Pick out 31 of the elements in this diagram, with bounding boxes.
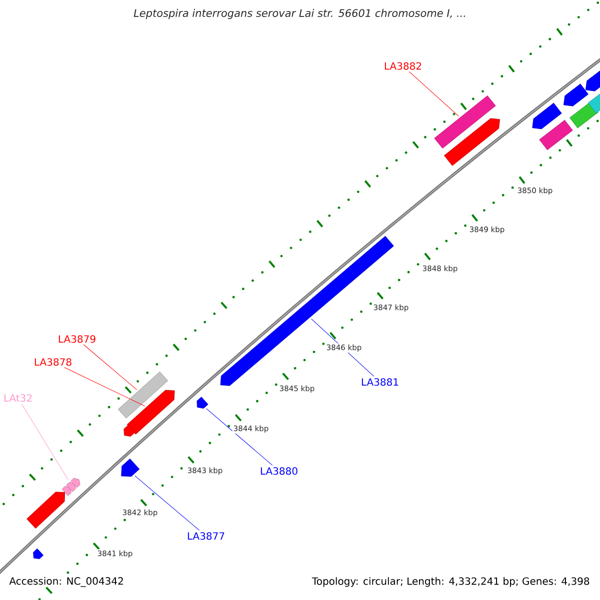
- gene-feature: [585, 68, 600, 92]
- gene-label: LA3881: [362, 378, 398, 386]
- leader-line: [64, 367, 146, 406]
- gene-label: LA3877: [188, 532, 224, 540]
- title: Leptospira interrogans serovar Lai str. 56601 chromosome I, ...: [134, 8, 466, 20]
- leader-line: [83, 344, 138, 390]
- accession-text: Accession: NC_004342: [9, 577, 124, 587]
- gene-feature: [588, 90, 600, 114]
- gene-feature: [124, 424, 136, 437]
- trna-marks: [62, 478, 80, 496]
- gene-label: LA3880: [260, 467, 298, 475]
- summary-text: Topology: circular; Length: 4,332,241 bp; Genes: 4,398: [312, 577, 590, 587]
- gene-feature: [434, 95, 496, 149]
- gene-feature: [564, 84, 588, 106]
- gene-feature: [26, 492, 66, 529]
- gene-label: LAt32: [4, 394, 32, 402]
- gene-feature: [118, 372, 168, 418]
- gene-feature: [539, 120, 573, 150]
- leader-line: [21, 404, 69, 480]
- gene-feature: [196, 396, 208, 409]
- leader-line: [206, 408, 273, 466]
- gene-feature: [532, 102, 562, 130]
- gene-feature: [126, 390, 175, 434]
- gene-label: LA3882: [384, 62, 422, 70]
- leader-line: [409, 71, 459, 116]
- gene-feature: [444, 118, 500, 166]
- gene-feature: [33, 548, 44, 560]
- gene-label: LA3878: [34, 358, 72, 366]
- leader-line: [134, 476, 200, 531]
- gene-label: LA3879: [58, 335, 96, 343]
- gene-feature: [121, 458, 140, 477]
